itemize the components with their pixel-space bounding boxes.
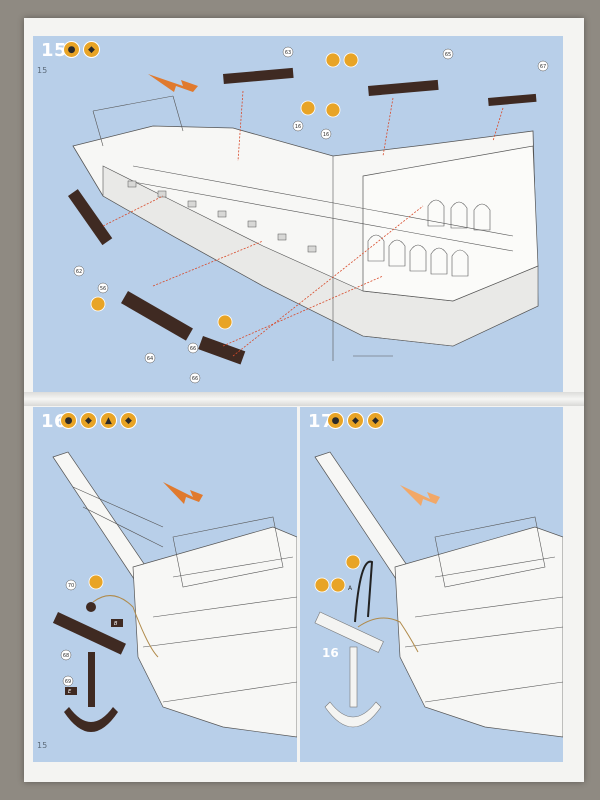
glue-icon — [300, 100, 316, 116]
part-label: 69 — [65, 679, 71, 685]
glue-icon: ● — [327, 412, 344, 429]
glue-icon — [90, 296, 106, 312]
part-label: 16 — [323, 132, 329, 138]
direction-arrow — [163, 482, 203, 504]
glue-icon: ● — [63, 41, 80, 58]
paint-icon: ◆ — [367, 412, 384, 429]
paint-icon: ◆ — [347, 412, 364, 429]
paint-icon — [330, 577, 346, 593]
part-label: 67 — [540, 64, 546, 70]
part-label: 62 — [76, 269, 82, 275]
step-15-panel: 15 ● ◆ — [33, 36, 563, 392]
direction-arrow — [148, 74, 198, 92]
glue-icon — [325, 52, 341, 68]
callout-label: A — [348, 585, 353, 592]
step-icons: ● ◆ — [63, 41, 100, 58]
bow-anchor-illustration: 70 68 69 B E — [52, 451, 297, 738]
paint-icon: ◆ — [83, 41, 100, 58]
paint-icon: ◆ — [80, 412, 97, 429]
flag-label: B — [114, 621, 118, 627]
page-number: 15 — [37, 66, 48, 75]
step-16-panel: 16 ● ◆ ▲ ◆ 70 68 69 — [33, 407, 297, 762]
part-label: 16 — [322, 646, 339, 660]
paint-icon — [343, 52, 359, 68]
bow-anchor-illustration: 16 A — [314, 451, 563, 738]
paint-icon: ◆ — [120, 412, 137, 429]
step-icons: ● ◆ ▲ ◆ — [60, 412, 137, 429]
glue-icon — [345, 554, 361, 570]
part-label: 68 — [63, 653, 69, 659]
glue-icon: ● — [60, 412, 77, 429]
part-label: 66 — [192, 376, 198, 382]
glue-icon — [217, 314, 233, 330]
part-label: 63 — [285, 50, 291, 56]
step-number: 15 — [41, 40, 68, 61]
part-label: 65 — [445, 52, 451, 58]
ship-hull-illustration: 63 65 67 16 16 62 66 64 66 56 — [67, 46, 549, 384]
part-label: 64 — [147, 356, 153, 362]
page-fold — [24, 392, 584, 406]
part-label: 56 — [100, 286, 106, 292]
flag-label: E — [68, 689, 72, 695]
paint-icon — [314, 577, 330, 593]
direction-arrow — [400, 485, 440, 506]
paint-brush-icon: ▲ — [100, 412, 117, 429]
part-label: 66 — [190, 346, 196, 352]
part-label: 70 — [68, 583, 74, 589]
step-icons: ● ◆ ◆ — [327, 412, 384, 429]
step-17-panel: 17 ● ◆ ◆ 16 A — [300, 407, 563, 762]
page-number: 15 — [37, 741, 48, 750]
glue-icon — [88, 574, 104, 590]
glue-icon — [325, 102, 341, 118]
part-label: 16 — [295, 124, 301, 130]
